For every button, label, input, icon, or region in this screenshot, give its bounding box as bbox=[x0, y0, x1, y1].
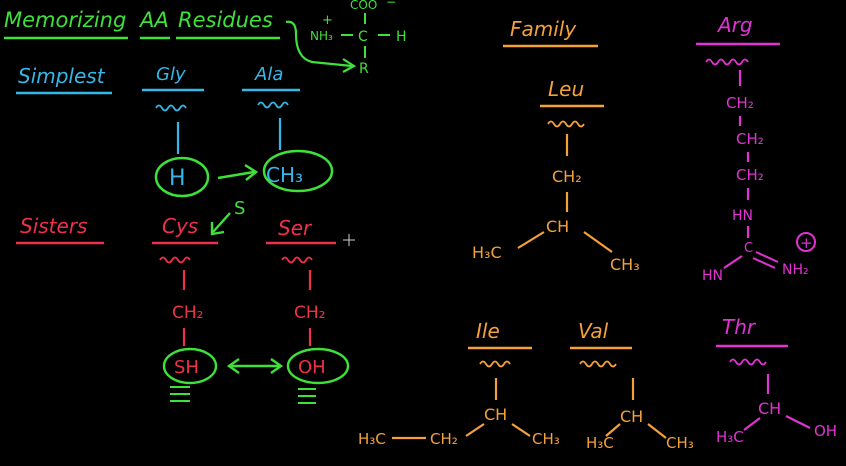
ser-triple-bond bbox=[298, 388, 316, 404]
backbone-coo-minus: − bbox=[386, 0, 396, 9]
gly-circle bbox=[154, 156, 210, 198]
family-section: Family Leu CH₂ CH H₃C CH₃ Ile CH H₃C CH₂… bbox=[358, 17, 694, 452]
sisters-section: Sisters Cys CH₂ SH Ser CH₂ OH bbox=[16, 214, 336, 404]
s-note-arrow bbox=[212, 212, 231, 233]
gly-name: Gly bbox=[156, 64, 186, 85]
cys-triple-bond bbox=[170, 386, 190, 402]
arg-squiggle bbox=[705, 58, 749, 66]
backbone-nh3: NH₃ bbox=[310, 29, 333, 43]
title-residues: Residues bbox=[178, 8, 273, 32]
arg-ch2-3: CH₂ bbox=[736, 166, 764, 184]
ile-h3c: H₃C bbox=[358, 430, 386, 448]
ser-circle bbox=[286, 347, 350, 385]
ile-ch3: CH₃ bbox=[532, 430, 560, 448]
family-label: Family bbox=[510, 17, 577, 41]
leu-ch3: CH₃ bbox=[610, 255, 640, 274]
sisters-green-marks: S bbox=[162, 198, 350, 385]
arg-charge-circle bbox=[796, 232, 816, 252]
val-squiggle bbox=[579, 360, 617, 368]
val-bond-right bbox=[647, 423, 667, 439]
bracket-arrowhead bbox=[342, 58, 357, 73]
ala-squiggle bbox=[257, 101, 289, 109]
title-aa: AA bbox=[138, 8, 169, 32]
thr-bond-right bbox=[785, 415, 811, 429]
arg-hn2: HN bbox=[702, 268, 723, 284]
ile-bond-left-2 bbox=[465, 423, 485, 437]
val-bond-left bbox=[605, 423, 621, 437]
backbone-coo: COO bbox=[350, 0, 377, 12]
ile-name: Ile bbox=[476, 319, 500, 343]
bracket-arrow bbox=[285, 20, 353, 68]
arg-name: Arg bbox=[716, 13, 753, 37]
ser-squiggle bbox=[281, 256, 313, 264]
leu-ch2: CH₂ bbox=[552, 167, 582, 186]
arg-nh2: NH₂ bbox=[782, 262, 809, 278]
title-memorizing: Memorizing bbox=[4, 8, 126, 32]
arg-hn: HN bbox=[732, 208, 753, 224]
thr-h3c: H₃C bbox=[716, 428, 744, 446]
arg-double-bond-b bbox=[752, 257, 776, 269]
cys-ser-arrowhead-right bbox=[270, 358, 284, 374]
ala-circle bbox=[262, 149, 334, 193]
cys-group: SH bbox=[174, 357, 199, 378]
header: Memorizing AA Residues COO − + NH₃ C H R bbox=[4, 0, 407, 77]
cys-ser-arrowhead-left bbox=[226, 358, 240, 374]
val-name: Val bbox=[578, 319, 609, 343]
gly-group: H bbox=[169, 166, 186, 191]
simplest-label: Simplest bbox=[18, 64, 106, 88]
ser-ch2: CH₂ bbox=[294, 303, 325, 323]
arg-ch2-2: CH₂ bbox=[736, 130, 764, 148]
thr-bond-left bbox=[743, 417, 761, 431]
thr-section: Thr CH H₃C OH bbox=[716, 315, 837, 446]
arg-ch2-1: CH₂ bbox=[726, 94, 754, 112]
gly-squiggle bbox=[155, 104, 187, 112]
backbone-plus: + bbox=[322, 13, 333, 28]
cursor-crosshair bbox=[343, 234, 355, 246]
arg-charge-plus: + bbox=[800, 234, 813, 252]
val-ch: CH bbox=[620, 407, 643, 426]
simplest-section: Simplest Gly Ala H CH₃ bbox=[16, 64, 303, 191]
arg-section: Arg CH₂ CH₂ CH₂ HN C HN NH₂ + bbox=[696, 13, 816, 284]
ser-name: Ser bbox=[278, 216, 313, 240]
backbone-r: R bbox=[359, 61, 369, 77]
val-h3c: H₃C bbox=[586, 434, 614, 452]
leu-bond-left bbox=[517, 231, 545, 249]
ser-group: OH bbox=[298, 357, 326, 378]
s-note-arrowhead bbox=[210, 222, 225, 236]
arg-c: C bbox=[744, 241, 753, 256]
backbone-c: C bbox=[358, 29, 368, 45]
sisters-label: Sisters bbox=[20, 214, 87, 238]
ala-name: Ala bbox=[254, 64, 283, 85]
cys-ch2: CH₂ bbox=[172, 303, 203, 323]
val-ch3: CH₃ bbox=[666, 434, 694, 452]
leu-name: Leu bbox=[548, 77, 584, 101]
gly-to-ala-arrow bbox=[217, 170, 255, 180]
backbone-h: H bbox=[396, 29, 407, 45]
gly-to-ala-arrowhead bbox=[244, 163, 259, 181]
thr-name: Thr bbox=[722, 315, 757, 339]
cys-squiggle bbox=[159, 256, 191, 264]
leu-h3c: H₃C bbox=[472, 243, 502, 262]
ile-squiggle bbox=[479, 360, 511, 368]
thr-ch: CH bbox=[758, 399, 781, 418]
arg-bond-hn2 bbox=[723, 255, 743, 269]
thr-squiggle bbox=[729, 358, 767, 366]
cys-name: Cys bbox=[162, 214, 198, 238]
leu-ch: CH bbox=[546, 217, 569, 236]
leu-squiggle bbox=[547, 120, 585, 128]
ile-ch: CH bbox=[484, 405, 507, 424]
simplest-circles bbox=[154, 149, 334, 198]
arg-double-bond-a bbox=[755, 251, 779, 263]
thr-oh: OH bbox=[814, 422, 837, 440]
cys-circle bbox=[162, 347, 218, 385]
ile-ch2: CH₂ bbox=[430, 430, 458, 448]
s-note: S bbox=[234, 198, 245, 219]
leu-bond-right bbox=[583, 231, 613, 253]
ile-bond-right bbox=[511, 423, 531, 437]
